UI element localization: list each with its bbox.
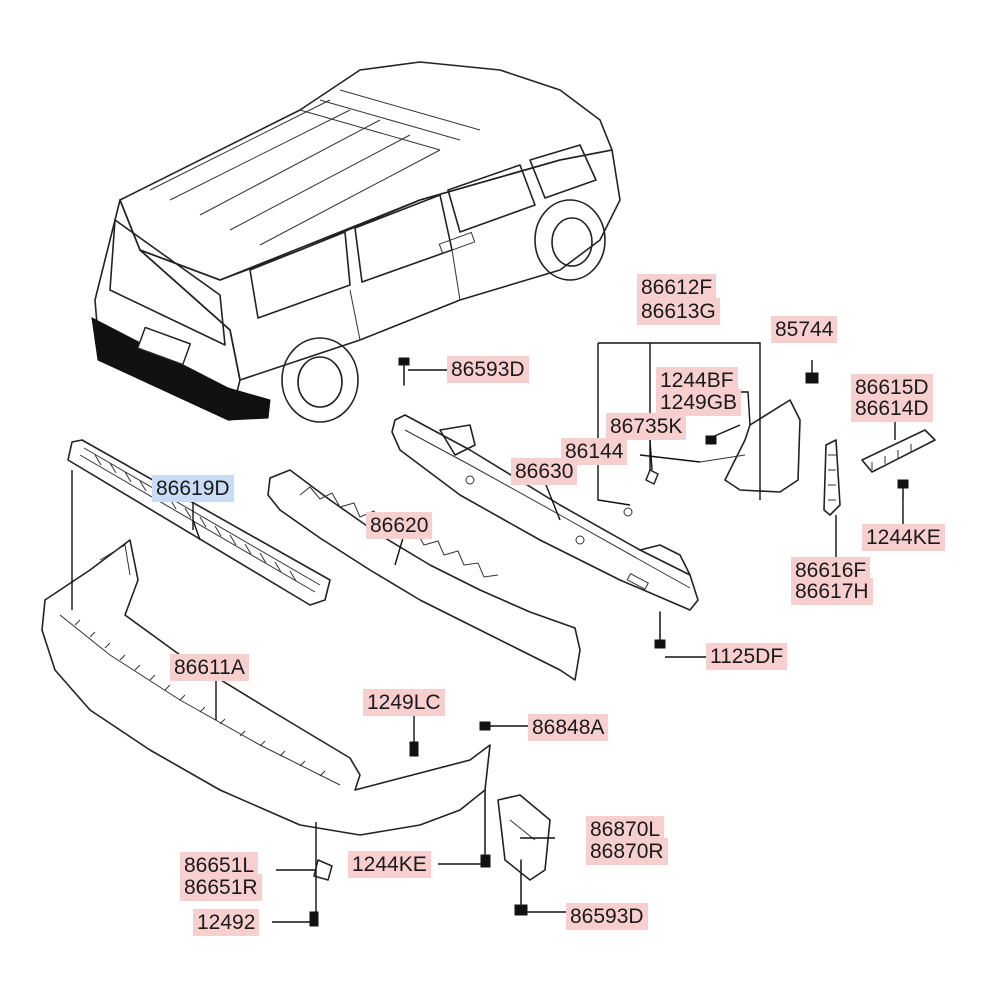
van-illustration bbox=[91, 61, 621, 423]
label-85744[interactable]: 85744 bbox=[771, 316, 838, 343]
label-1249GB[interactable]: 1249GB bbox=[656, 389, 742, 416]
part-86615D-drawing bbox=[861, 429, 936, 473]
label-86630[interactable]: 86630 bbox=[511, 458, 578, 485]
fasteners bbox=[309, 357, 909, 927]
part-86620-drawing bbox=[267, 469, 581, 681]
leader-lines bbox=[71, 342, 904, 923]
label-12492[interactable]: 12492 bbox=[193, 909, 260, 936]
label-86613G[interactable]: 86613G bbox=[637, 298, 720, 325]
part-86630-drawing bbox=[391, 414, 699, 611]
label-86617H[interactable]: 86617H bbox=[791, 578, 873, 605]
label-1249LC[interactable]: 1249LC bbox=[363, 689, 445, 716]
label-86870R[interactable]: 86870R bbox=[586, 838, 668, 865]
label-86848A[interactable]: 86848A bbox=[528, 714, 609, 741]
label-86735K[interactable]: 86735K bbox=[606, 413, 687, 440]
label-1244KE-right[interactable]: 1244KE bbox=[862, 524, 945, 551]
label-86619D[interactable]: 86619D bbox=[152, 475, 234, 502]
label-86612F[interactable]: 86612F bbox=[637, 274, 717, 301]
label-86620[interactable]: 86620 bbox=[366, 512, 433, 539]
label-1244KE-bottom[interactable]: 1244KE bbox=[348, 851, 431, 878]
label-86593D-top[interactable]: 86593D bbox=[447, 356, 529, 383]
part-86619D-drawing bbox=[67, 439, 331, 606]
label-86614D[interactable]: 86614D bbox=[851, 395, 933, 422]
label-1125DF[interactable]: 1125DF bbox=[706, 643, 788, 670]
label-86611A[interactable]: 86611A bbox=[170, 654, 249, 681]
part-86611A-drawing bbox=[41, 539, 491, 836]
part-86870L-drawing bbox=[497, 794, 551, 881]
label-86593D-bottom[interactable]: 86593D bbox=[566, 903, 648, 930]
part-86616F-drawing bbox=[823, 439, 841, 516]
label-86651R[interactable]: 86651R bbox=[180, 874, 262, 901]
